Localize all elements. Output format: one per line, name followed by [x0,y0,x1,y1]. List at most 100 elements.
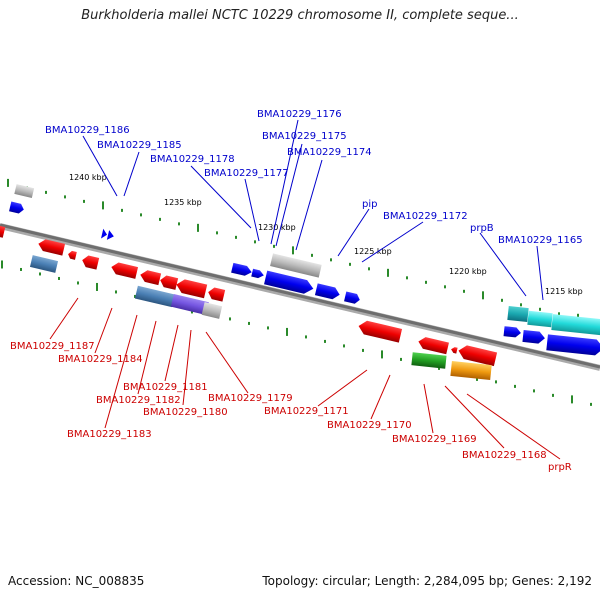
scale-tick [64,195,66,199]
scale-tick [406,276,408,280]
scale-tick [121,208,123,212]
scale-tick [368,267,370,271]
scale-tick [248,321,250,325]
scale-tick [438,366,440,370]
gene-reverse [111,262,139,279]
scale-tick [324,339,326,343]
gene-reverse [82,255,100,270]
backbone [0,223,600,371]
gene-forward [251,268,264,279]
gene-features [0,184,600,381]
scale-tick [387,268,389,277]
gene-reverse [451,347,458,354]
kbp-label: 1235 kbp [164,198,202,207]
gene-label: pip [362,199,377,210]
scale-tick [590,402,592,406]
scale-tick [292,246,294,255]
scale-tick [539,307,541,311]
gene-label: BMA10229_1186 [45,125,130,136]
gene-label: BMA10229_1183 [67,429,152,440]
gene-label: prpR [548,462,572,473]
scale-tick [311,253,313,257]
scale-tick [514,384,516,388]
gene-reverse [38,239,66,256]
gene-label: BMA10229_1187 [10,341,95,352]
gene-label: BMA10229_1169 [392,434,477,445]
kbp-label: 1215 kbp [545,287,583,296]
gene-forward [231,262,252,276]
gene-cyan [527,310,553,328]
map-title: Burkholderia mallei NCTC 10229 chromosom… [81,8,519,23]
accession-text: Accession: NC_008835 [8,574,145,588]
scale-tick [552,393,554,397]
gene-steel [134,285,175,308]
kbp-label: 1230 kbp [258,223,296,232]
gene-reverse [160,275,179,290]
gene-forward [9,201,24,214]
scale-tick [1,260,3,269]
gene-label: BMA10229_1182 [96,395,181,406]
gene-label: BMA10229_1185 [97,140,182,151]
gene-forward [522,329,545,344]
gene-forward [503,326,521,338]
scale-tick [343,344,345,348]
gene-forward [546,334,600,356]
kbp-label: 1240 kbp [69,173,107,182]
gene-green [411,352,447,369]
gene-purple [170,294,209,315]
scale-tick [495,380,497,384]
scale-tick [520,303,522,307]
scale-tick [178,222,180,226]
gene-label: BMA10229_1179 [208,393,293,404]
gene-steel [29,255,59,273]
scale-tick [463,289,465,293]
scale-tick [267,326,269,330]
forward-gene-labels: BMA10229_1186 BMA10229_1185 BMA10229_117… [45,109,583,246]
gene-grey [14,184,35,198]
gene-label: BMA10229_1171 [264,406,349,417]
scale-tick [58,276,60,280]
gene-forward [106,230,114,240]
gene-label: BMA10229_1165 [498,235,583,246]
gene-forward [344,291,360,304]
scale-tick [273,244,275,248]
gene-reverse [418,337,449,355]
scale-tick [286,327,288,336]
gene-reverse [458,345,498,367]
scale-tick [533,389,535,393]
gene-reverse [208,287,226,302]
gene-label: prpB [470,223,494,234]
reverse-gene-labels: BMA10229_1187 BMA10229_1184 BMA10229_118… [10,341,572,473]
scale-tick [197,223,199,232]
scale-tick [235,235,237,239]
scale-tick [140,213,142,217]
scale-tick [362,348,364,352]
scale-tick [425,280,427,284]
gene-reverse [176,279,208,299]
gene-grey [270,253,322,278]
scale-tick [134,294,136,298]
gene-forward [314,283,340,300]
scale-tick [115,290,117,294]
scale-tick [96,282,98,291]
scale-tick [102,201,104,210]
gene-forward [101,228,108,239]
scale-tick [571,395,573,404]
scale-tick [20,267,22,271]
forward-leaders [82,119,544,301]
gene-label: BMA10229_1177 [204,168,289,179]
topology-text: Topology: circular; Length: 2,284,095 bp… [262,574,592,588]
scale-tick [482,291,484,300]
gene-label: BMA10229_1172 [383,211,468,222]
gene-grey [201,302,223,319]
scale-tick [349,262,351,266]
scale-tick [7,178,9,187]
gene-cyan [551,314,600,336]
scale-tick [501,298,503,302]
scale-tick [216,231,218,235]
scale-tick [330,258,332,262]
scale-tick [305,335,307,339]
gene-label: BMA10229_1168 [462,450,547,461]
gene-label: BMA10229_1184 [58,354,143,365]
